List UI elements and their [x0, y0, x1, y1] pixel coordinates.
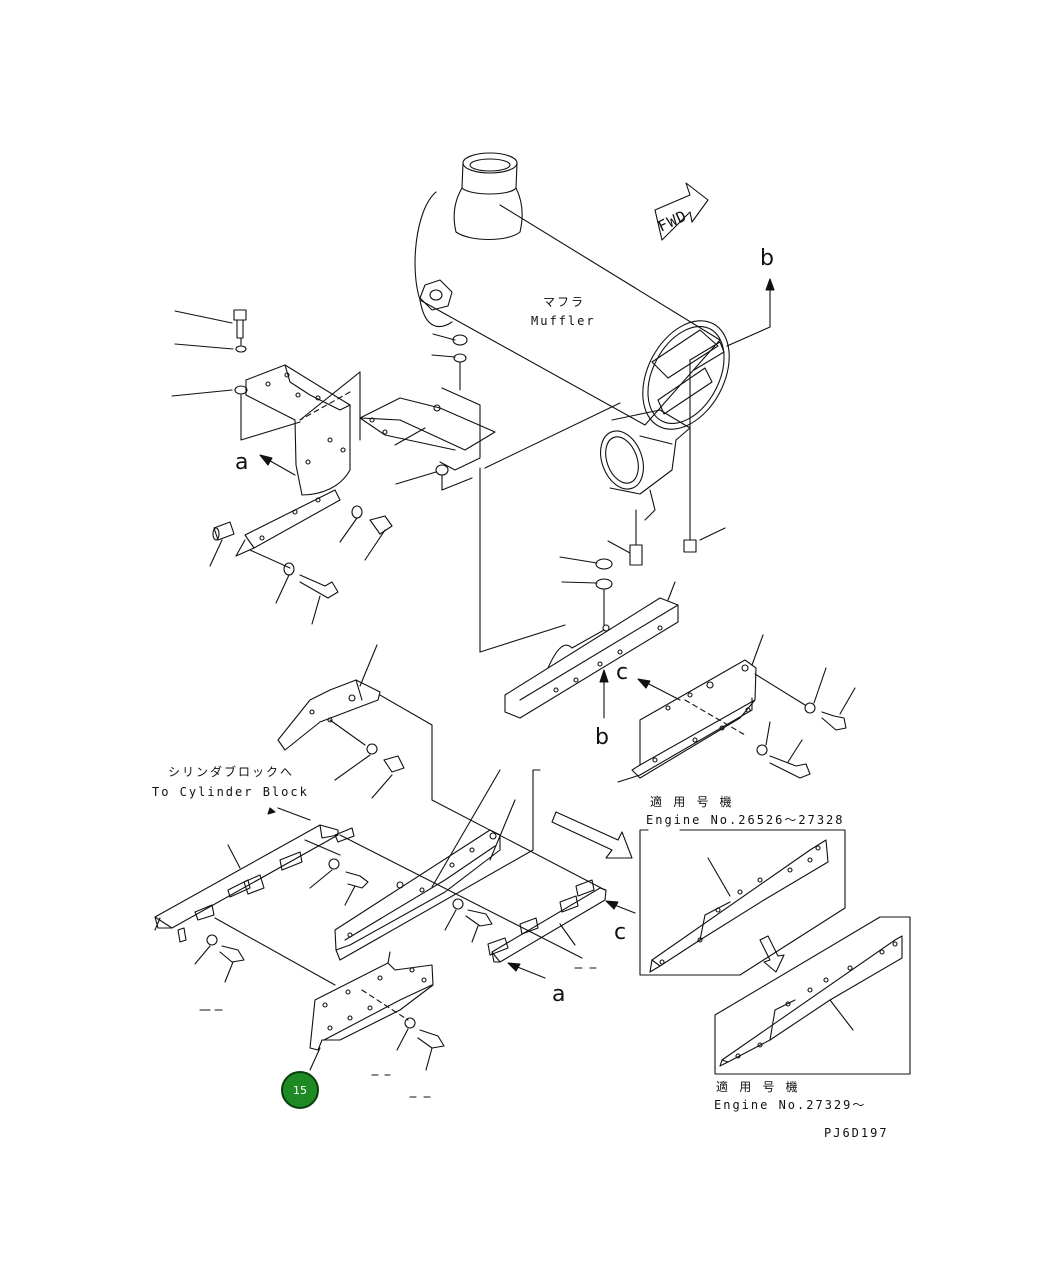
applicable-1-label-en: Engine No.26526～27328: [646, 813, 845, 827]
muffler-outlet-elbow: [609, 409, 691, 495]
drawing-code: PJ6D197: [824, 1126, 889, 1140]
to-cylinder-label-en: To Cylinder Block: [152, 785, 309, 799]
small-angle-bracket: [277, 679, 381, 751]
to-cylinder-label-jp: シリンダブロックへ: [168, 765, 295, 779]
upper-left-bracket-group: [171, 309, 393, 625]
tall-mounting-plate: [334, 829, 501, 951]
ref-letter-c-lower: c: [614, 920, 627, 945]
middle-bracket-group: [359, 333, 621, 653]
ref-letter-a-upper: a: [235, 450, 249, 475]
applicable-1-label-jp: 適 用 号 機: [650, 795, 734, 809]
applicable-2-label-jp: 適 用 号 機: [716, 1080, 800, 1094]
fwd-label: FWD: [655, 207, 690, 236]
lower-mounting-plate: [309, 962, 434, 1051]
pin-rail: [491, 887, 607, 963]
right-support-channel: [504, 597, 679, 719]
part-marker-15[interactable]: 15: [281, 1071, 319, 1109]
muffler-end-cap: [642, 320, 730, 430]
ref-letter-a-lower: a: [552, 982, 566, 1007]
variant-box-2: [714, 916, 911, 1075]
muffler-mount-bracket: [359, 397, 496, 451]
muffler-side-flange: [419, 279, 453, 311]
transition-arrow-2: [759, 935, 785, 973]
variant-1-bracket: [651, 839, 829, 967]
transition-arrow-1: [551, 811, 633, 859]
ref-letter-b-lower: b: [595, 725, 609, 750]
muffler-label-en: Muffler: [531, 314, 596, 328]
upper-left-bracket: [245, 364, 351, 496]
right-lower-bracket: [639, 659, 757, 766]
variant-2-bracket: [721, 935, 903, 1063]
fwd-arrow: FWD: [654, 182, 709, 241]
right-support-group: [504, 509, 856, 783]
muffler-assembly: [414, 152, 775, 531]
ref-letter-c-upper: c: [616, 660, 629, 685]
stud-rail: [154, 824, 339, 929]
muffler-body: [414, 191, 721, 426]
applicable-2-label-en: Engine No.27329～: [714, 1098, 867, 1112]
muffler-label-jp: マフラ: [543, 295, 586, 309]
lower-bracket-group: [154, 644, 636, 1098]
variant-box-1: [551, 811, 846, 976]
ref-letter-b-upper: b: [760, 246, 774, 271]
